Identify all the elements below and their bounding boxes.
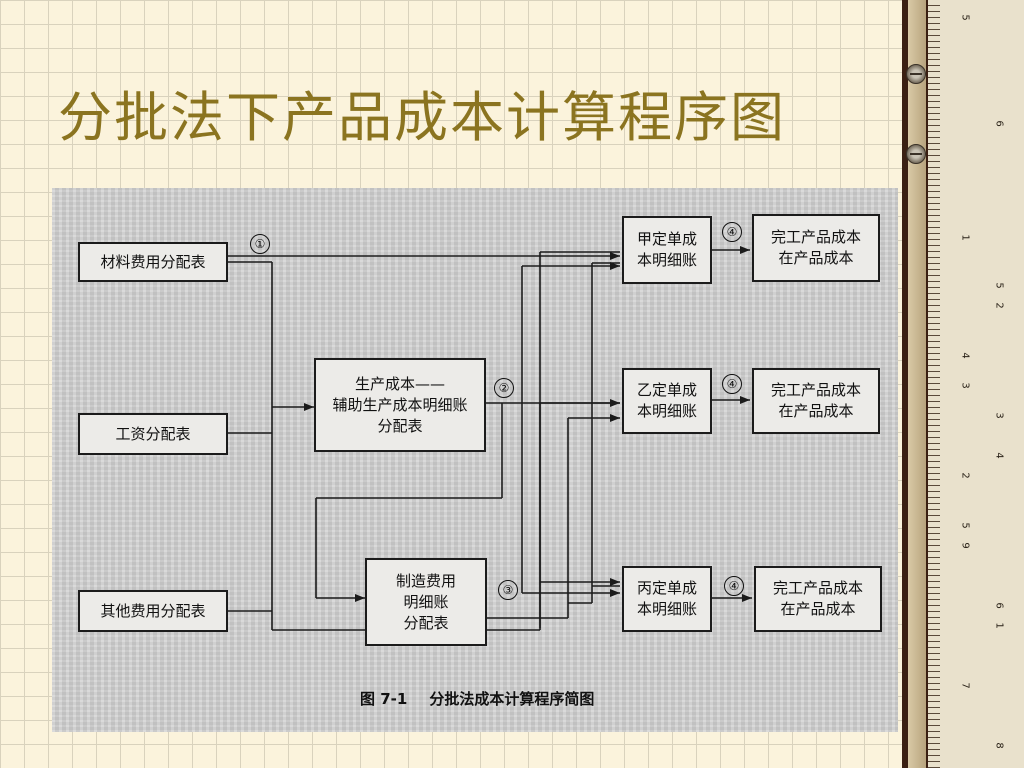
step-4-marker-c: ④ — [724, 576, 744, 596]
order-b-ledger-box: 乙定单成 本明细账 — [622, 368, 712, 434]
order-c-ledger-box: 丙定单成 本明细账 — [622, 566, 712, 632]
ruler-number: 2 — [959, 472, 971, 479]
ruler-number: 4 — [959, 352, 971, 359]
step-1-marker: ① — [250, 234, 270, 254]
auxiliary-production-cost-box: 生产成本—— 辅助生产成本明细账 分配表 — [314, 358, 486, 452]
flow-diagram-figure: 材料费用分配表 工资分配表 其他费用分配表 生产成本—— 辅助生产成本明细账 分… — [52, 188, 898, 732]
figure-caption: 图 7-1 分批法成本计算程序简图 — [360, 688, 594, 709]
ruler-number: 6 — [993, 120, 1005, 127]
ruler-screw-icon — [906, 64, 926, 84]
figure-number: 图 7-1 — [360, 690, 408, 708]
order-a-ledger-box: 甲定单成 本明细账 — [622, 216, 712, 284]
wages-allocation-box: 工资分配表 — [78, 413, 228, 455]
ruler-edge — [908, 0, 926, 768]
ruler-number: 3 — [959, 382, 971, 389]
flow-connectors — [228, 246, 752, 631]
step-4-marker-a: ④ — [722, 222, 742, 242]
ruler-number: 2 — [993, 302, 1005, 309]
other-expense-allocation-box: 其他费用分配表 — [78, 590, 228, 632]
ruler-number: 9 — [959, 542, 971, 549]
ruler-number: 5 — [959, 14, 971, 21]
step-2-marker: ② — [494, 378, 514, 398]
manufacturing-overhead-box: 制造费用 明细账 分配表 — [365, 558, 487, 646]
ruler-number: 1 — [959, 234, 971, 241]
figure-caption-text: 分批法成本计算程序简图 — [429, 690, 595, 708]
ruler-number: 5 — [993, 282, 1005, 289]
ruler-number: 4 — [993, 452, 1005, 459]
materials-allocation-box: 材料费用分配表 — [78, 242, 228, 282]
ruler-screw-icon — [906, 144, 926, 164]
ruler-number: 1 — [993, 622, 1005, 629]
ruler-number: 5 — [959, 522, 971, 529]
step-3-marker: ③ — [498, 580, 518, 600]
step-4-marker-b: ④ — [722, 374, 742, 394]
order-a-result-box: 完工产品成本 在产品成本 — [752, 214, 880, 282]
ruler-number: 6 — [993, 602, 1005, 609]
ruler-number: 8 — [993, 742, 1005, 749]
order-b-result-box: 完工产品成本 在产品成本 — [752, 368, 880, 434]
ruler-number: 7 — [959, 682, 971, 689]
slide-title: 分批法下产品成本计算程序图 — [58, 86, 786, 149]
ruler-scale — [928, 0, 1024, 768]
ruler-number: 3 — [993, 412, 1005, 419]
order-c-result-box: 完工产品成本 在产品成本 — [754, 566, 882, 632]
